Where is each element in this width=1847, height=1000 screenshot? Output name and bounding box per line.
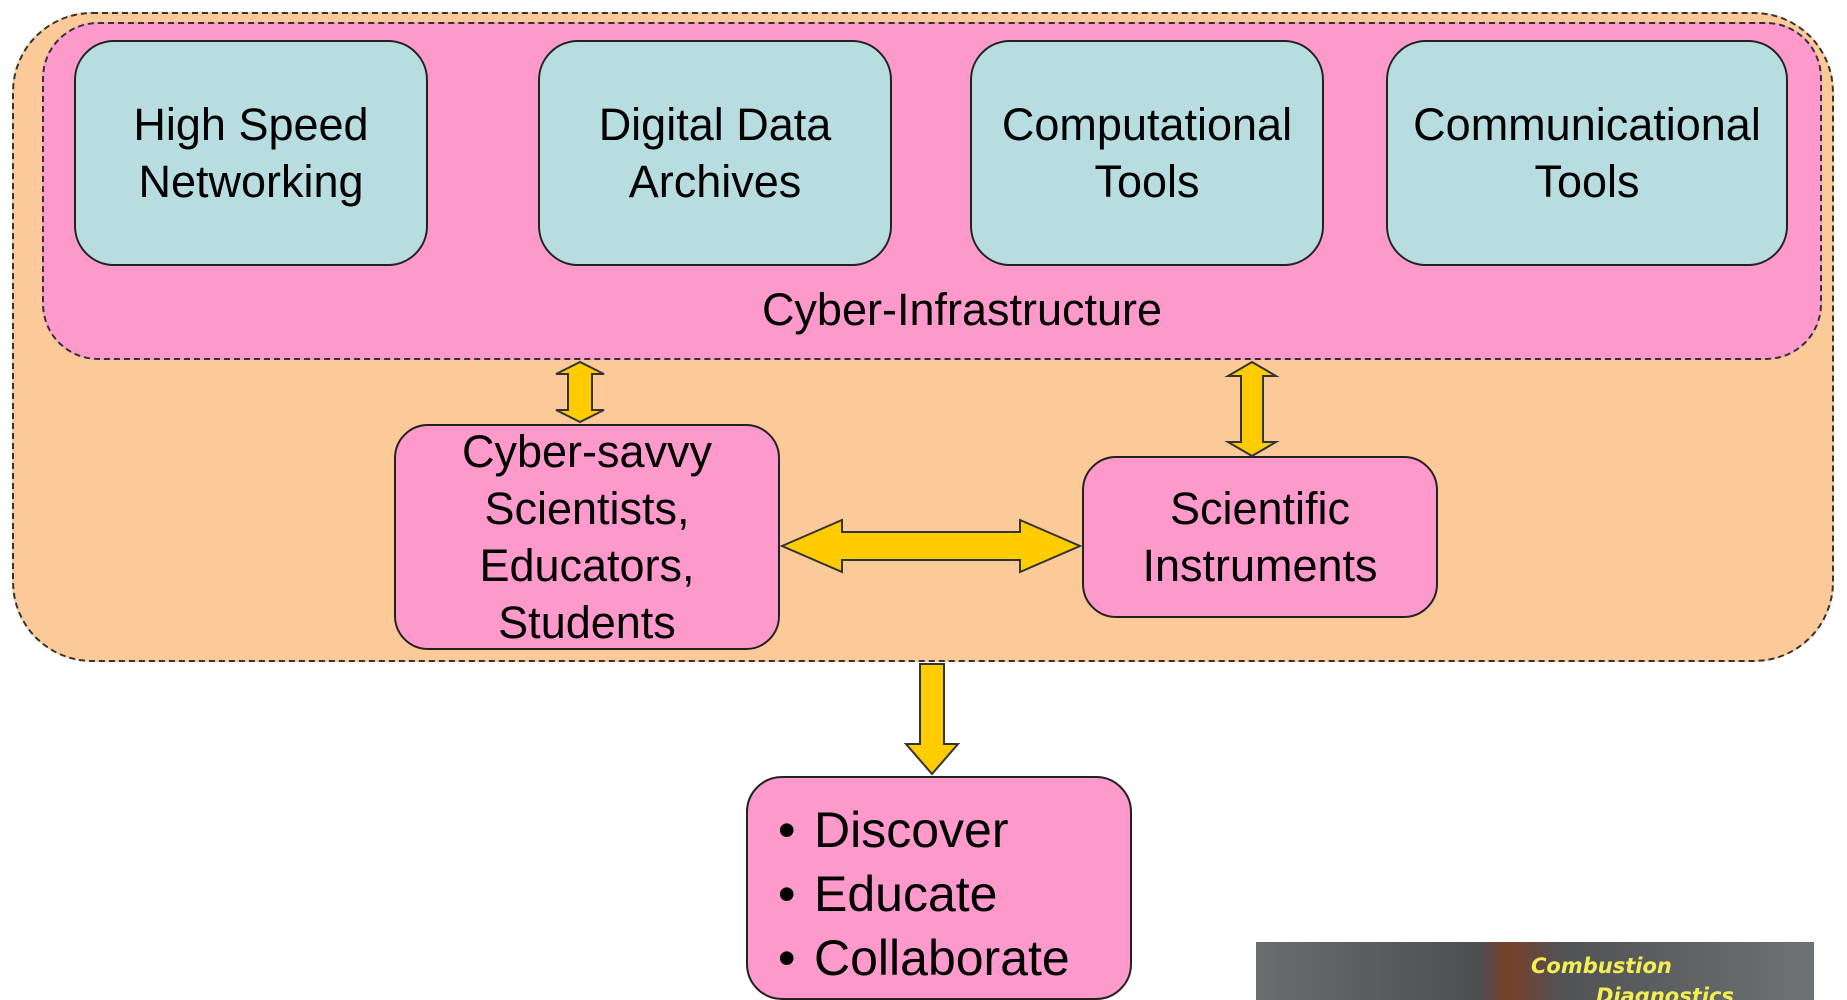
- outcome-collaborate: Collaborate: [778, 926, 1130, 990]
- scientific-instruments-box: Scientific Instruments: [1082, 456, 1438, 618]
- arrow-people-to-instruments: [779, 518, 1083, 574]
- cyber-infrastructure-label: Cyber-Infrastructure: [761, 284, 1163, 335]
- arrow-cyber-to-people: [555, 360, 605, 424]
- people-box: Cyber-savvy Scientists, Educators, Stude…: [394, 424, 780, 650]
- photo-caption-line2: Diagnostics: [1596, 984, 1734, 1000]
- arrow-to-outcomes: [903, 663, 961, 776]
- outcome-discover: Discover: [778, 798, 1130, 862]
- high-speed-networking-box: High Speed Networking: [74, 40, 428, 266]
- combustion-diagnostics-photo: Combustion Diagnostics: [1256, 942, 1814, 1000]
- arrow-cyber-to-instruments: [1224, 360, 1280, 458]
- communicational-tools-box: Communicational Tools: [1386, 40, 1788, 266]
- outcome-educate: Educate: [778, 862, 1130, 926]
- computational-tools-box: Computational Tools: [970, 40, 1324, 266]
- outcomes-list: Discover Educate Collaborate: [748, 778, 1130, 990]
- outcomes-box: Discover Educate Collaborate: [746, 776, 1132, 1000]
- digital-data-archives-box: Digital Data Archives: [538, 40, 892, 266]
- photo-caption-line1: Combustion: [1531, 954, 1672, 978]
